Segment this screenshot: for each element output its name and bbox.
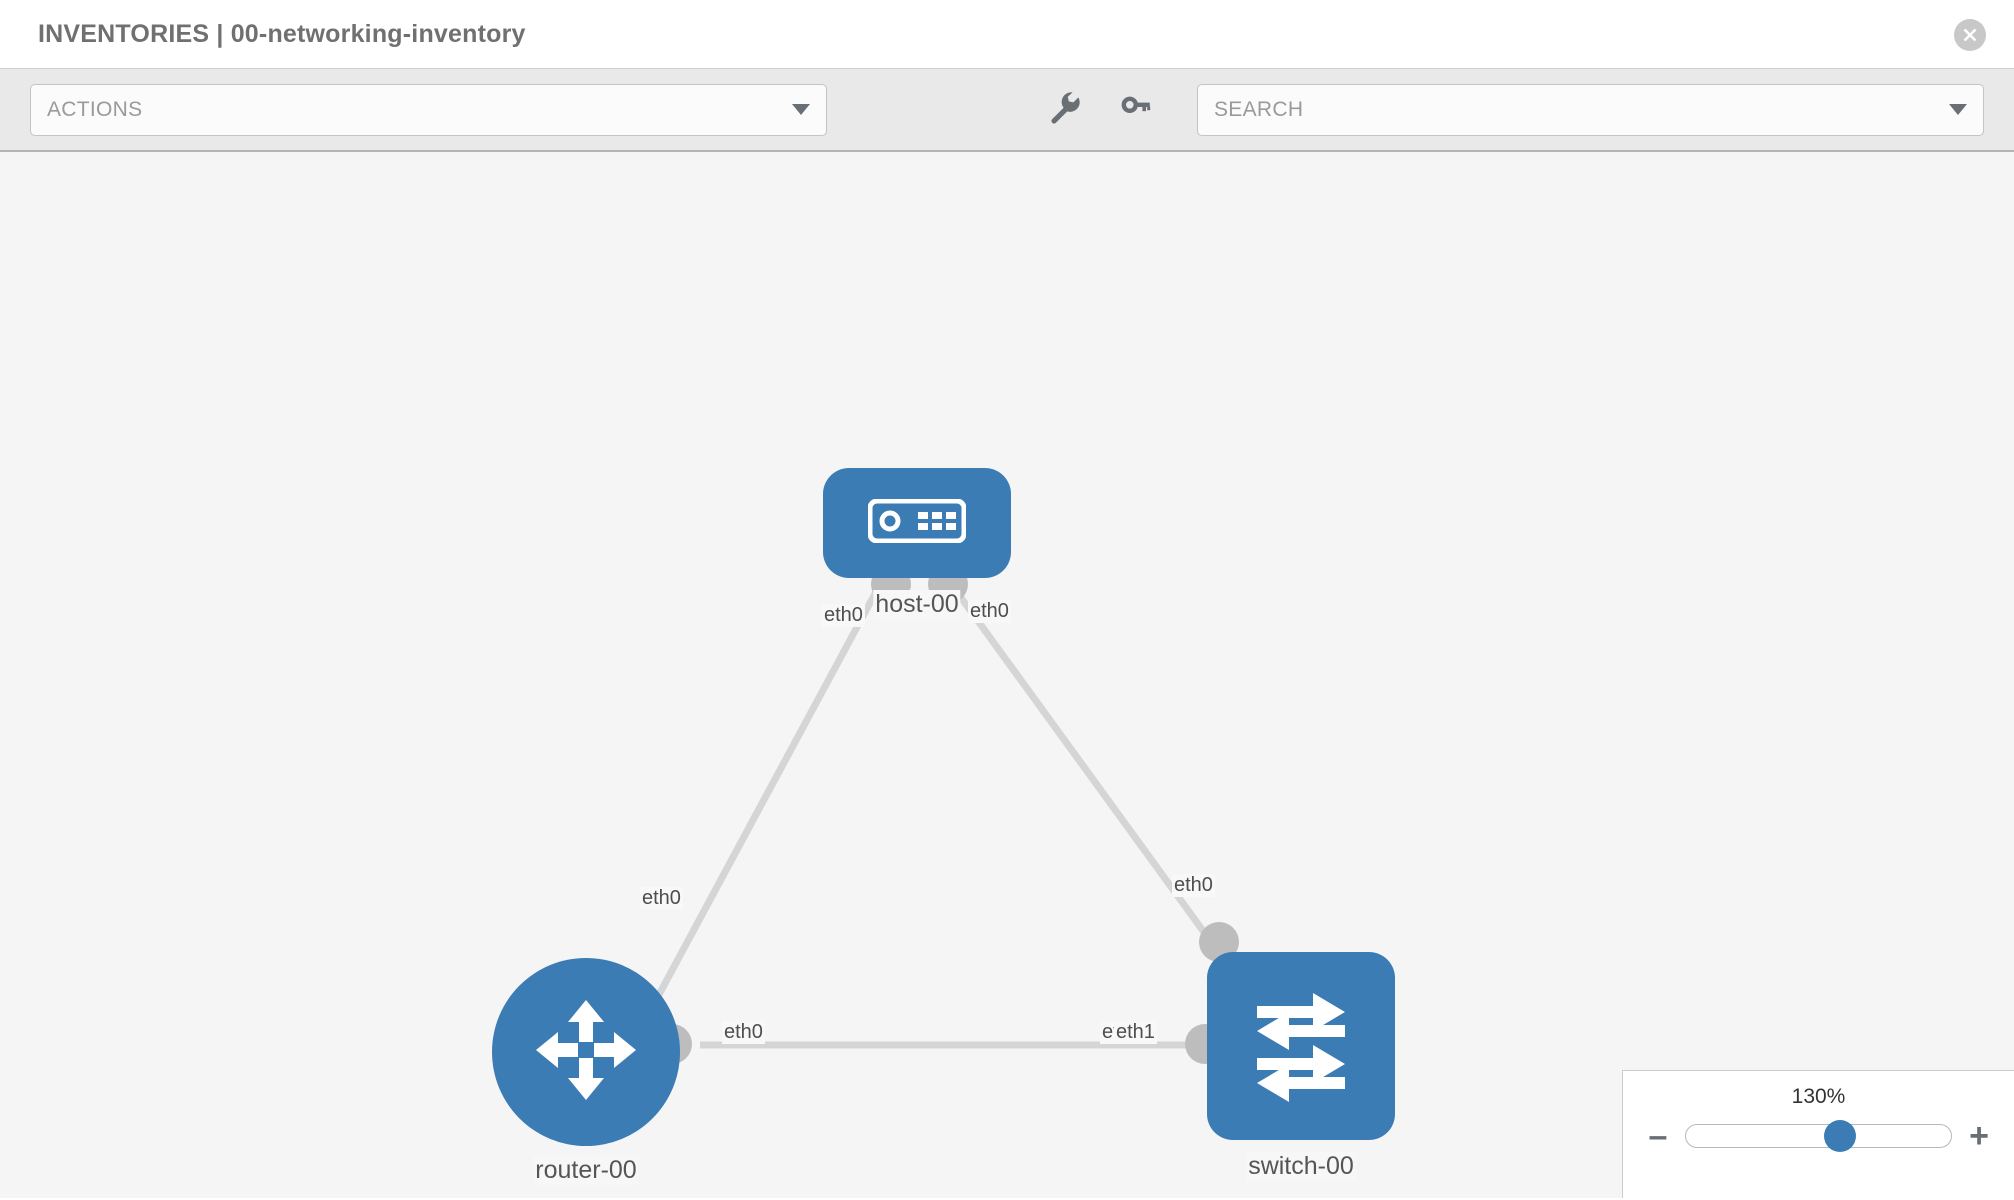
node-label-router-00: router-00: [533, 1156, 639, 1185]
switch-arrows-icon: [1243, 986, 1359, 1107]
node-label-host-00: host-00: [873, 590, 961, 619]
search-input[interactable]: SEARCH: [1196, 83, 1984, 136]
zoom-slider-track[interactable]: [1685, 1120, 1952, 1152]
close-button[interactable]: [1954, 19, 1986, 51]
chevron-down-icon: [791, 104, 810, 115]
switch-node-shape[interactable]: [1207, 952, 1395, 1140]
page-header: INVENTORIES | 00-networking-inventory: [0, 0, 2014, 68]
link-host-router[interactable]: [651, 575, 888, 1004]
edge-label-switch-up: eth0: [1172, 874, 1215, 897]
zoom-level-label: 130%: [1791, 1085, 1846, 1108]
actions-dropdown-label: ACTIONS: [47, 97, 143, 121]
search-input-value[interactable]: SEARCH: [1213, 97, 1304, 121]
zoom-out-button[interactable]: –: [1648, 1117, 1668, 1155]
zoom-slider-row: – +: [1623, 1119, 2014, 1153]
toolbar-icon-group: [1047, 90, 1151, 129]
node-host-00[interactable]: host-00: [823, 468, 1011, 619]
edge-label-router-right: eth0: [722, 1021, 765, 1044]
zoom-in-button[interactable]: +: [1969, 1117, 1989, 1155]
server-icon: [867, 498, 967, 548]
wrench-icon[interactable]: [1047, 90, 1081, 129]
page-title: INVENTORIES | 00-networking-inventory: [38, 19, 526, 48]
router-arrows-icon: [530, 994, 642, 1111]
router-node-shape[interactable]: [492, 958, 680, 1146]
edge-label-switch-left-b: eth1: [1114, 1021, 1157, 1044]
chevron-down-icon: [1949, 104, 1967, 115]
link-host-switch[interactable]: [943, 574, 1225, 960]
edge-label-router-up: eth0: [640, 887, 683, 910]
toolbar: ACTIONS SEARCH: [0, 68, 2014, 152]
actions-dropdown[interactable]: ACTIONS: [30, 83, 827, 136]
node-switch-00[interactable]: switch-00: [1185, 922, 1395, 1181]
topology-links: [651, 574, 1225, 1049]
close-icon: [1961, 26, 1979, 44]
key-icon[interactable]: [1117, 90, 1151, 129]
node-label-switch-00: switch-00: [1246, 1152, 1356, 1181]
edge-label-host-right: eth0: [968, 600, 1011, 623]
zoom-slider-thumb[interactable]: [1823, 1120, 1856, 1152]
node-router-00[interactable]: router-00: [492, 958, 692, 1185]
topology-canvas[interactable]: host-00 eth0 eth0 router-00 eth0 eth0: [0, 152, 2014, 1198]
host-node-shape[interactable]: [823, 468, 1011, 578]
edge-label-host-left: eth0: [822, 604, 865, 627]
zoom-control-panel: 130% – +: [1622, 1070, 2014, 1198]
